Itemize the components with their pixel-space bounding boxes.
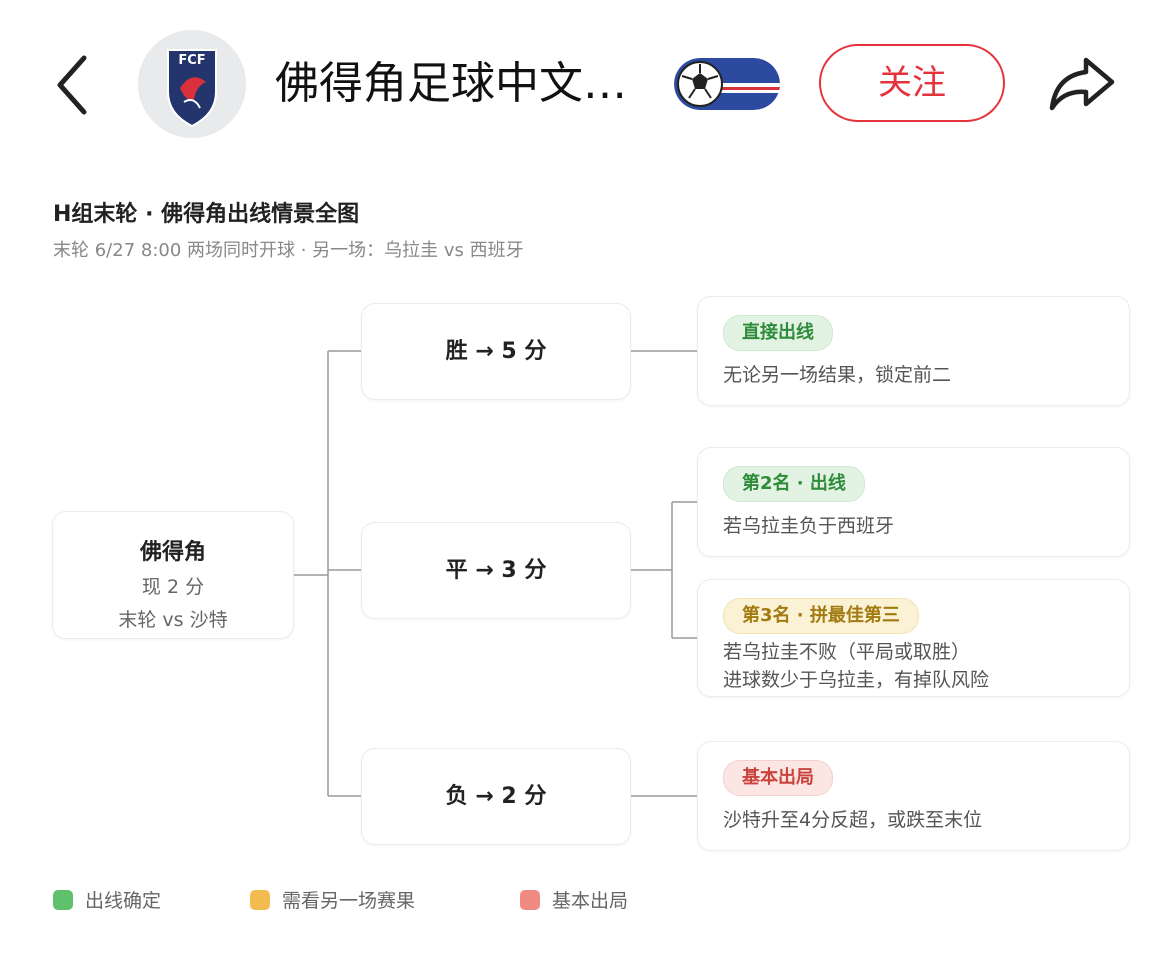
legend-swatch — [53, 889, 73, 910]
fcf-crest-icon: FCF — [138, 30, 246, 138]
legend-label: 基本出局 — [552, 890, 629, 912]
legend-swatch — [250, 889, 270, 910]
status-badge: 直接出线 — [723, 315, 833, 351]
legend-item-qualified: 出线确定 — [53, 886, 161, 914]
header: FCF 佛得角足球中文… 关注 — [0, 0, 1170, 165]
chevron-left-icon — [57, 55, 87, 115]
soccer-ball-flag-icon — [674, 58, 780, 110]
channel-name[interactable]: 佛得角足球中文… — [275, 58, 627, 109]
root-node-cape-verde: 佛得角 现 2 分 末轮 vs 沙特 — [52, 511, 294, 639]
share-button[interactable] — [1046, 50, 1118, 116]
branch-draw: 平 → 3 分 — [361, 522, 631, 619]
outcome-description: 若乌拉圭不败（平局或取胜） 进球数少于乌拉圭，有掉队风险 — [723, 638, 1129, 694]
outcome-description: 沙特升至4分反超，或跌至末位 — [723, 809, 983, 831]
root-points: 现 2 分 — [141, 576, 205, 598]
avatar-logo-text: FCF — [178, 53, 205, 68]
outcome-description: 无论另一场结果，锁定前二 — [723, 364, 952, 386]
outcome-third-place: 第3名 · 拼最佳第三 若乌拉圭不败（平局或取胜） 进球数少于乌拉圭，有掉队风险 — [697, 579, 1130, 697]
branch-loss: 负 → 2 分 — [361, 748, 631, 845]
legend-label: 需看另一场赛果 — [282, 890, 416, 912]
legend-swatch — [520, 889, 540, 910]
legend-label: 出线确定 — [85, 890, 162, 912]
outcome-description-line2: 进球数少于乌拉圭，有掉队风险 — [723, 669, 990, 691]
branch-win: 胜 → 5 分 — [361, 303, 631, 400]
outcome-direct-qualify: 直接出线 无论另一场结果，锁定前二 — [697, 296, 1130, 406]
status-badge: 第3名 · 拼最佳第三 — [723, 598, 919, 634]
status-badge: 第2名 · 出线 — [723, 466, 865, 502]
follow-button[interactable]: 关注 — [819, 44, 1005, 122]
diagram-subtitle: 末轮 6/27 8:00 两场同时开球 · 另一场：乌拉圭 vs 西班牙 — [53, 240, 524, 261]
outcome-eliminated: 基本出局 沙特升至4分反超，或跌至末位 — [697, 741, 1130, 851]
share-arrow-icon — [1049, 57, 1115, 111]
back-button[interactable] — [48, 50, 98, 120]
flag-badge — [674, 58, 780, 110]
outcome-description: 若乌拉圭负于西班牙 — [723, 515, 895, 537]
status-badge: 基本出局 — [723, 760, 833, 796]
root-opponent: 末轮 vs 沙特 — [118, 609, 228, 631]
outcome-description-line1: 若乌拉圭不败（平局或取胜） — [723, 641, 971, 663]
legend-item-depends: 需看另一场赛果 — [250, 886, 415, 914]
avatar[interactable]: FCF — [138, 30, 246, 138]
legend-item-eliminated: 基本出局 — [520, 886, 628, 914]
diagram-title: H组末轮 · 佛得角出线情景全图 — [53, 202, 360, 227]
root-title: 佛得角 — [139, 540, 206, 565]
outcome-second-place: 第2名 · 出线 若乌拉圭负于西班牙 — [697, 447, 1130, 557]
